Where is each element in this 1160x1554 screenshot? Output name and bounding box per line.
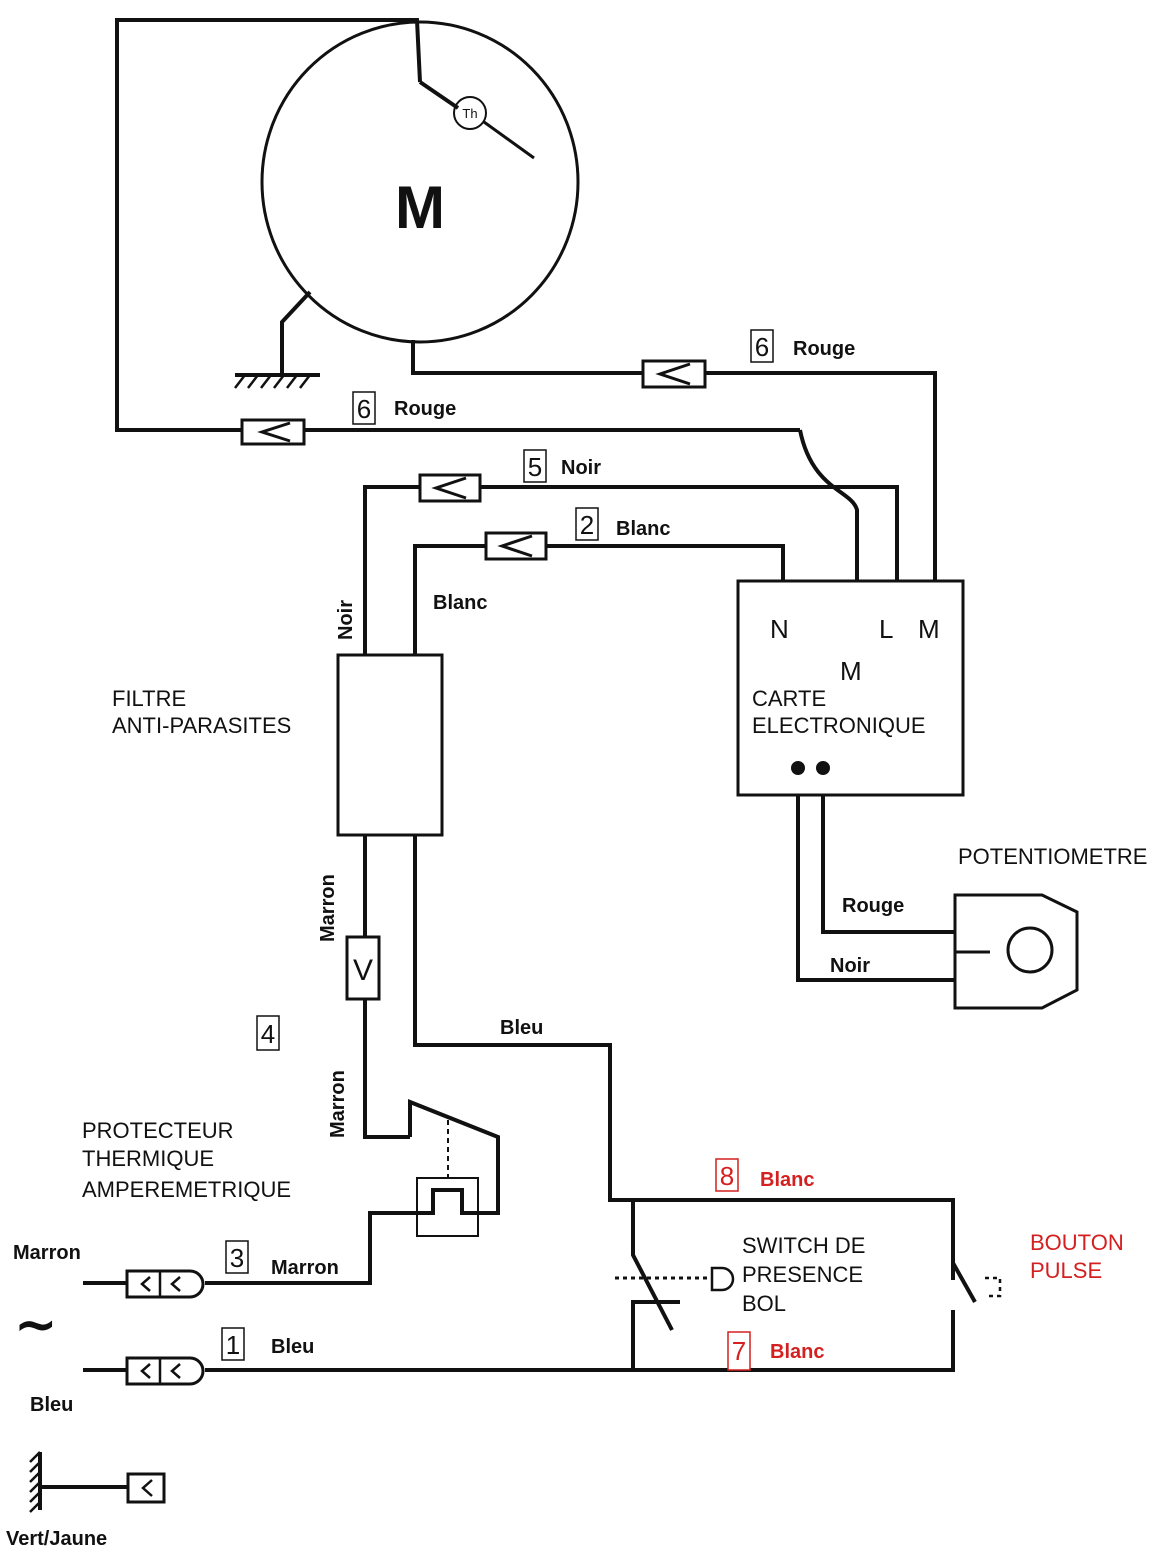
wire-label-4: 4 [256,1015,280,1051]
wire-label-6-lower: 6 Rouge [352,391,456,425]
thermal-protector: PROTECTEUR THERMIQUE AMPEREMETRIQUE [82,1099,500,1237]
wire-color: Marron [271,1257,339,1279]
filter-noir-label: Noir [335,600,357,640]
supply-earth-label: Vert/Jaune [6,1528,107,1550]
wire-label-2: 2 Blanc [575,507,670,541]
pulse-button-label-line1: BOUTON [1030,1230,1124,1255]
wires [29,18,1002,1513]
protector-label-line2: THERMIQUE [82,1146,214,1171]
wire-label-5: 5 Noir [523,449,601,483]
connector-icon [240,418,306,446]
filter-label-line1: FILTRE [112,686,186,711]
pulse-button-label-line2: PULSE [1030,1258,1102,1283]
wire-label-1: 1 Bleu [221,1327,314,1361]
thermal-sensor-label: Th [462,106,477,121]
wire-number: 4 [261,1019,275,1049]
wire-number: 1 [226,1330,240,1360]
motor-body [260,20,580,344]
bowl-switch-label-line3: BOL [742,1291,786,1316]
wire-number: 6 [755,332,769,362]
supply-blue-label: Bleu [30,1394,73,1416]
connector-icon [418,473,482,503]
potentiometer-label: POTENTIOMETRE [958,844,1147,869]
filter-blanc-label: Blanc [433,592,487,614]
earth-icon [29,1451,41,1513]
wire-label-3: 3 Marron [225,1240,339,1279]
wire-color: Rouge [793,338,855,360]
pot-noir-label: Noir [830,955,870,977]
ground-icon [234,374,311,389]
bowl-switch-label-line1: SWITCH DE [742,1233,865,1258]
wire-number: 8 [720,1161,734,1191]
connector-icon [484,531,548,561]
wire-number: 3 [230,1243,244,1273]
wire-label-6-upper: 6 Rouge [750,329,855,363]
supply-plug-blue [125,1356,205,1386]
board-terminal-l: L [879,614,893,644]
board-label-line1: CARTE [752,686,826,711]
thermal-sensor-icon [453,96,487,130]
wire-number: 6 [357,394,371,424]
protector-label-line1: PROTECTEUR [82,1118,234,1143]
wire-color: Rouge [394,398,456,420]
board-terminal-m1: M [840,656,862,686]
bowl-detector-icon [710,1266,735,1292]
connector-icon [641,359,707,389]
supply-plug-brown [125,1269,205,1299]
marron-top-label: Marron [317,874,339,942]
board-label-line2: ELECTRONIQUE [752,713,926,738]
wire-color: Blanc [770,1341,824,1363]
filter-block: FILTRE ANTI-PARASITES [112,653,444,837]
wire-number: 7 [732,1336,746,1366]
wire-color: Bleu [271,1336,314,1358]
board-terminal-n: N [770,614,789,644]
wire-label-7: 7 Blanc [727,1331,824,1371]
motor-label: M [395,174,445,241]
v-connector-icon: V [345,935,381,1001]
inline-connectors: V [240,359,707,1001]
board-terminal-m2: M [918,614,940,644]
wire-color: Blanc [616,518,670,540]
potentiometer: POTENTIOMETRE [953,844,1147,1010]
wire-number: 5 [528,452,542,482]
bowl-switch-label-line2: PRESENCE [742,1262,863,1287]
pot-rouge-label: Rouge [842,895,904,917]
earth-connector [126,1472,166,1504]
marron-bottom-label: Marron [327,1070,349,1138]
supply-brown-label: Marron [13,1242,81,1264]
wire-color: Blanc [760,1169,814,1191]
wire-number: 2 [580,510,594,540]
potentiometer-knob-icon [1006,926,1054,974]
ac-symbol: ~ [14,1295,58,1355]
v-connector-label: V [353,954,373,987]
electronic-board: N M L M CARTE ELECTRONIQUE [736,579,965,797]
bleu-main-label: Bleu [500,1017,543,1039]
filter-label-line2: ANTI-PARASITES [112,713,291,738]
wire-color: Noir [561,457,601,479]
protector-label-line3: AMPEREMETRIQUE [82,1177,291,1202]
motor: M Th [234,20,580,389]
wire-label-8: 8 Blanc [715,1158,814,1192]
